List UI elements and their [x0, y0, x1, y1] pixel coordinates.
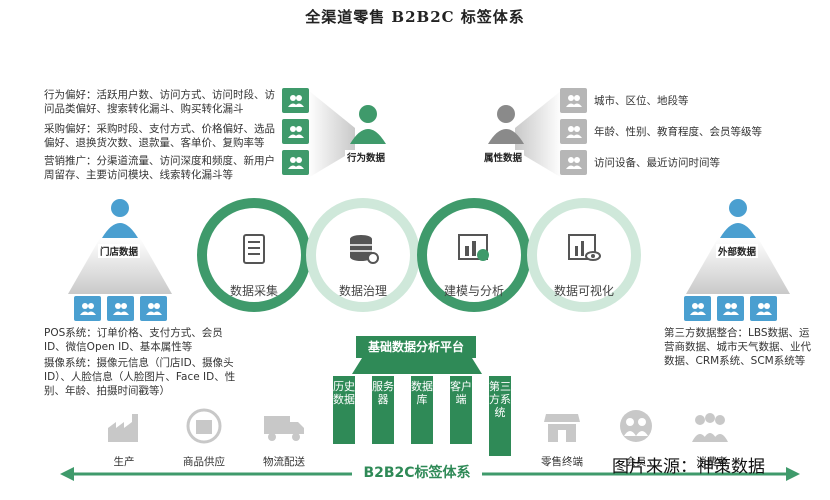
behavior-pref-note: 行为偏好：活跃用户数、访问方式、访问时段、访问品类偏好、搜索转化漏斗、购买转化漏…	[44, 89, 275, 115]
users-icon	[74, 296, 101, 321]
store-node	[100, 198, 140, 244]
factory-icon	[106, 410, 142, 448]
column-database: 数据库	[411, 376, 433, 444]
chart-eye-icon	[566, 232, 602, 270]
store-cone	[68, 238, 172, 294]
users-icon	[282, 119, 309, 144]
bottom-label-supply: 商品供应	[183, 456, 225, 468]
column-history: 历史数据	[333, 376, 355, 444]
database-gear-icon	[345, 232, 381, 270]
bottom-label-logistics: 物流配送	[263, 456, 305, 468]
chart-analysis-icon	[456, 232, 492, 270]
users-icon	[560, 119, 587, 144]
person-icon	[488, 105, 524, 144]
image-source: 图片来源：神策数据	[612, 457, 765, 477]
users-icon	[560, 150, 587, 175]
person-icon	[102, 199, 138, 238]
person-icon	[720, 199, 756, 238]
bottom-label-retail: 零售终端	[541, 456, 583, 468]
attribute-cone	[515, 90, 562, 178]
column-server: 服务器	[372, 376, 394, 444]
platform-box: 基础数据分析平台	[356, 336, 476, 358]
diagram-title: 全渠道零售 B2B2C 标签体系	[305, 8, 525, 26]
bottom-label-production: 生产	[113, 456, 135, 468]
external-node-label: 外部数据	[716, 244, 759, 258]
box-icon	[184, 408, 224, 448]
users-icon	[684, 296, 711, 321]
camera-note: 摄像系统：摄像元信息（门店ID、摄像头ID）、人脸信息（人脸图片、Face ID…	[44, 357, 236, 397]
axis-label: B2B2C标签体系	[352, 462, 482, 482]
behavior-node-label: 行为数据	[345, 150, 388, 164]
ring-label-visualize: 数据可视化	[553, 284, 614, 298]
consumer-icon	[690, 410, 730, 448]
pos-note: POS系统：订单价格、支付方式、会员ID、微信Open ID、基本属性等	[44, 327, 223, 353]
purchase-pref-note: 采购偏好：采购时段、支付方式、价格偏好、选品偏好、退换货次数、退款量、客单价、复…	[44, 123, 275, 149]
attribute-node	[486, 104, 526, 150]
city-location-note: 城市、区位、地段等	[594, 95, 689, 107]
person-icon	[350, 105, 386, 144]
users-icon	[750, 296, 777, 321]
store-node-label: 门店数据	[98, 244, 141, 258]
external-node	[718, 198, 758, 244]
users-icon	[282, 88, 309, 113]
users-icon	[717, 296, 744, 321]
ring-label-collect: 数据采集	[229, 284, 278, 298]
column-client: 客户端	[450, 376, 472, 444]
bottom-label-member: 会员	[625, 456, 647, 468]
attribute-node-label: 属性数据	[482, 150, 525, 164]
behavior-cone	[308, 90, 355, 178]
demographics-note: 年龄、性别、教育程度、会员等级等	[594, 126, 762, 138]
truck-icon	[262, 412, 306, 446]
users-icon	[282, 150, 309, 175]
marketing-note: 营销推广：分渠道流量、访问深度和频度、新用户周留存、主要访问模块、线索转化漏斗等	[44, 155, 275, 181]
device-note: 访问设备、最近访问时间等	[594, 157, 720, 169]
users-icon	[140, 296, 167, 321]
bottom-label-consumer: 消费者	[696, 456, 728, 468]
ring-label-model: 建模与分析	[443, 284, 504, 298]
store-icon	[542, 410, 582, 448]
external-cone	[686, 238, 790, 294]
users-icon	[107, 296, 134, 321]
column-third-party: 第三方系统	[489, 376, 511, 456]
behavior-node	[348, 104, 388, 150]
member-icon	[616, 408, 656, 448]
ring-label-govern: 数据治理	[338, 284, 387, 298]
external-note: 第三方数据整合：LBS数据、运营商数据、城市天气数据、业代数据、CRM系统、SC…	[664, 327, 811, 367]
platform-connector	[352, 358, 482, 374]
list-icon	[236, 232, 272, 270]
users-icon	[560, 88, 587, 113]
